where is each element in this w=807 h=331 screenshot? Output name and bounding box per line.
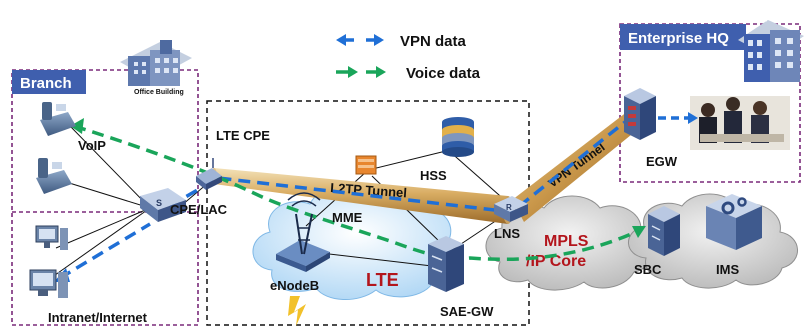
- branch-title: Branch: [20, 75, 72, 92]
- vpn-legend-swatch: [336, 34, 384, 46]
- hq-header: [620, 24, 746, 50]
- mpls-label-1: MPLS: [544, 233, 589, 250]
- sbc-label: SBC: [634, 262, 662, 277]
- firewall-icon: [648, 206, 680, 256]
- hq-frame: Enterprise HQ: [619, 23, 801, 183]
- egw-label: EGW: [646, 154, 678, 169]
- router-icon: S: [140, 188, 186, 222]
- svg-text:R: R: [506, 203, 512, 212]
- mpls-label-2: /IP Core: [526, 253, 586, 270]
- computer-icon: [29, 269, 68, 298]
- phone-icon: [40, 102, 76, 136]
- vpn-tunnel-label: VPN Tunnel: [546, 140, 608, 190]
- branch-building-caption: Office Building: [134, 89, 184, 96]
- intranet-label: Intranet/Internet: [48, 310, 148, 325]
- mme-device-icon: [355, 155, 377, 175]
- firewall-icon: [624, 88, 656, 140]
- firewall-icon: [428, 236, 464, 292]
- cpe-lac-label: CPE/LAC: [170, 202, 228, 217]
- building-icon: [738, 20, 804, 82]
- gear-icon: [706, 194, 762, 250]
- lte-cpe-label: LTE CPE: [216, 128, 270, 143]
- hss-label: HSS: [420, 168, 447, 183]
- hq-building-caption: Enterprise: [748, 15, 783, 22]
- legend: VPN data Voice data: [336, 33, 481, 82]
- lte-cloud: [252, 188, 460, 301]
- people-icon: [690, 96, 790, 150]
- voice-arrowhead: [70, 118, 84, 134]
- branch-header: [12, 70, 86, 94]
- database-icon: [442, 117, 474, 157]
- building-icon: [120, 40, 192, 86]
- saegw-label: SAE-GW: [440, 304, 494, 319]
- vpn-legend-label: VPN data: [400, 33, 467, 50]
- voice-data-path: [73, 124, 641, 262]
- lte-label: LTE: [366, 270, 399, 290]
- l2tp-tunnel-label: L2TP Tunnel: [330, 180, 408, 200]
- antenna-icon: [276, 192, 330, 326]
- mme-label: MME: [332, 210, 363, 225]
- branch-frame: Branch: [11, 69, 199, 326]
- hq-title: Enterprise HQ: [628, 30, 729, 47]
- enodeb-label: eNodeB: [270, 278, 319, 293]
- voice-legend-label: Voice data: [406, 65, 481, 82]
- voip-label: VoIP: [78, 138, 106, 153]
- vpn-data-path: [59, 116, 632, 280]
- voice-arrowhead: [632, 226, 646, 238]
- vpn-arrowhead: [688, 112, 698, 124]
- computer-icon: [35, 225, 68, 250]
- svg-text:S: S: [156, 198, 162, 208]
- lns-label: LNS: [494, 226, 520, 241]
- lte-cpe-icon: [196, 158, 222, 190]
- ims-label: IMS: [716, 262, 739, 277]
- voice-legend-swatch: [336, 66, 386, 78]
- phone-icon: [36, 158, 72, 194]
- router-icon: R: [494, 196, 528, 222]
